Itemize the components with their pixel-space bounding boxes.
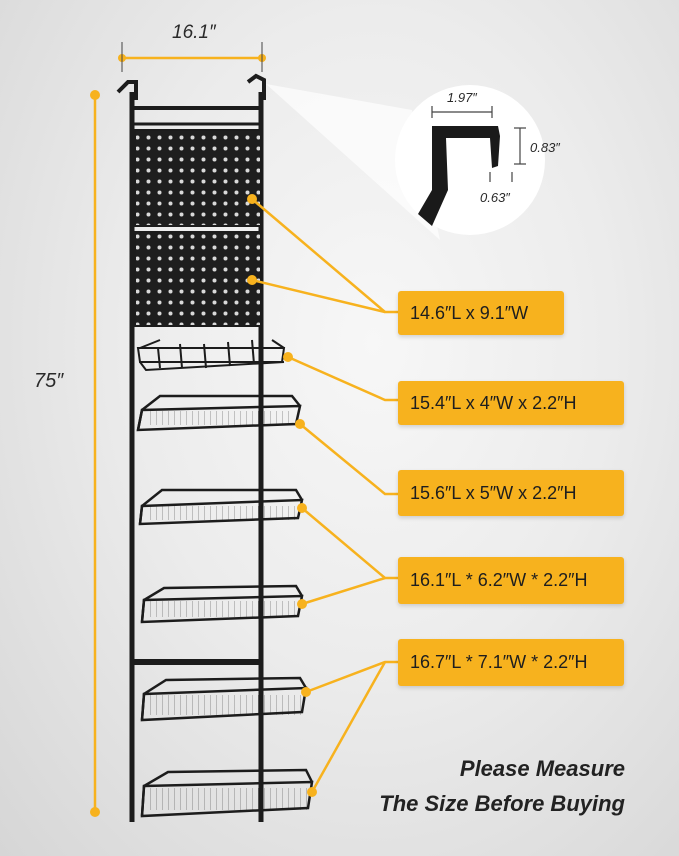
headline-line-1: Please Measure (459, 756, 625, 781)
hook-detail (395, 85, 545, 235)
divided-holder-shelf (136, 339, 286, 372)
pegboard-size-label: 14.6″L x 9.1″W (398, 291, 564, 335)
height-label: 75″ (34, 370, 64, 392)
callout-dots (247, 194, 317, 797)
hook-depth-label: 0.83″ (530, 140, 560, 155)
basket-2 (136, 394, 302, 432)
height-dimension-line (90, 90, 100, 817)
basket-large-size-label: 16.7″L * 7.1″W * 2.2″H (398, 639, 624, 686)
basket-4 (140, 584, 304, 624)
basket-small-size-label: 15.6″L x 5″W x 2.2″H (398, 470, 624, 516)
basket-5 (140, 676, 308, 722)
callout-connectors (251, 198, 398, 793)
width-dimension-line (118, 42, 266, 72)
basket-3 (138, 488, 304, 526)
width-label: 16.1″ (172, 22, 216, 43)
hook-gap-label: 0.63″ (480, 190, 510, 205)
basket-medium-size-label: 16.1″L * 6.2″W * 2.2″H (398, 557, 624, 604)
hook-top-width-label: 1.97″ (447, 90, 477, 105)
basket-6 (140, 768, 314, 818)
zoom-beam (266, 84, 440, 240)
headline-line-2: The Size Before Buying (379, 791, 625, 816)
pegboard-panels (134, 129, 262, 327)
holder-size-label: 15.4″L x 4″W x 2.2″H (398, 381, 624, 425)
